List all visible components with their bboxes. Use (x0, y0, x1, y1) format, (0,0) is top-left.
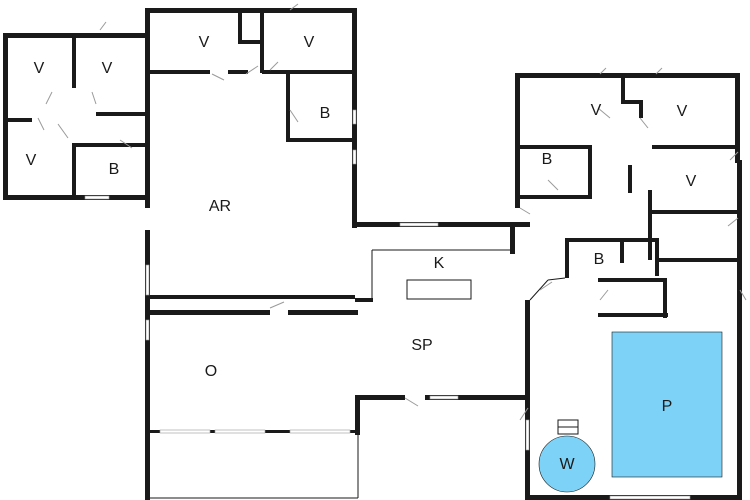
windows (84, 109, 691, 500)
thin-outlines (147, 249, 566, 499)
pool (611, 331, 723, 478)
room-label-b1: B (109, 161, 120, 178)
room-label-b4: B (594, 251, 605, 268)
room-label-k: K (434, 255, 445, 272)
room-label-v4: V (199, 34, 210, 51)
room-label-v2: V (102, 60, 113, 77)
room-label-v5: V (304, 34, 315, 51)
room-label-v7: V (677, 103, 688, 120)
room-label-v8: V (686, 173, 697, 190)
whirlpool (538, 435, 596, 493)
room-label-b3: B (542, 151, 553, 168)
room-label-v1: V (34, 60, 45, 77)
room-label-w: W (559, 456, 575, 473)
room-label-o: O (205, 363, 217, 380)
room-label-p: P (662, 398, 673, 415)
room-label-sp: SP (411, 337, 432, 354)
room-label-b2: B (320, 105, 331, 122)
room-labels: V V V B V V B AR K SP O V V B V B P W (26, 34, 697, 473)
kitchen-island (406, 279, 472, 300)
room-label-v6: V (591, 102, 602, 119)
door-swings (37, 3, 747, 421)
room-label-v3: V (26, 152, 37, 169)
room-label-ar: AR (209, 198, 231, 215)
